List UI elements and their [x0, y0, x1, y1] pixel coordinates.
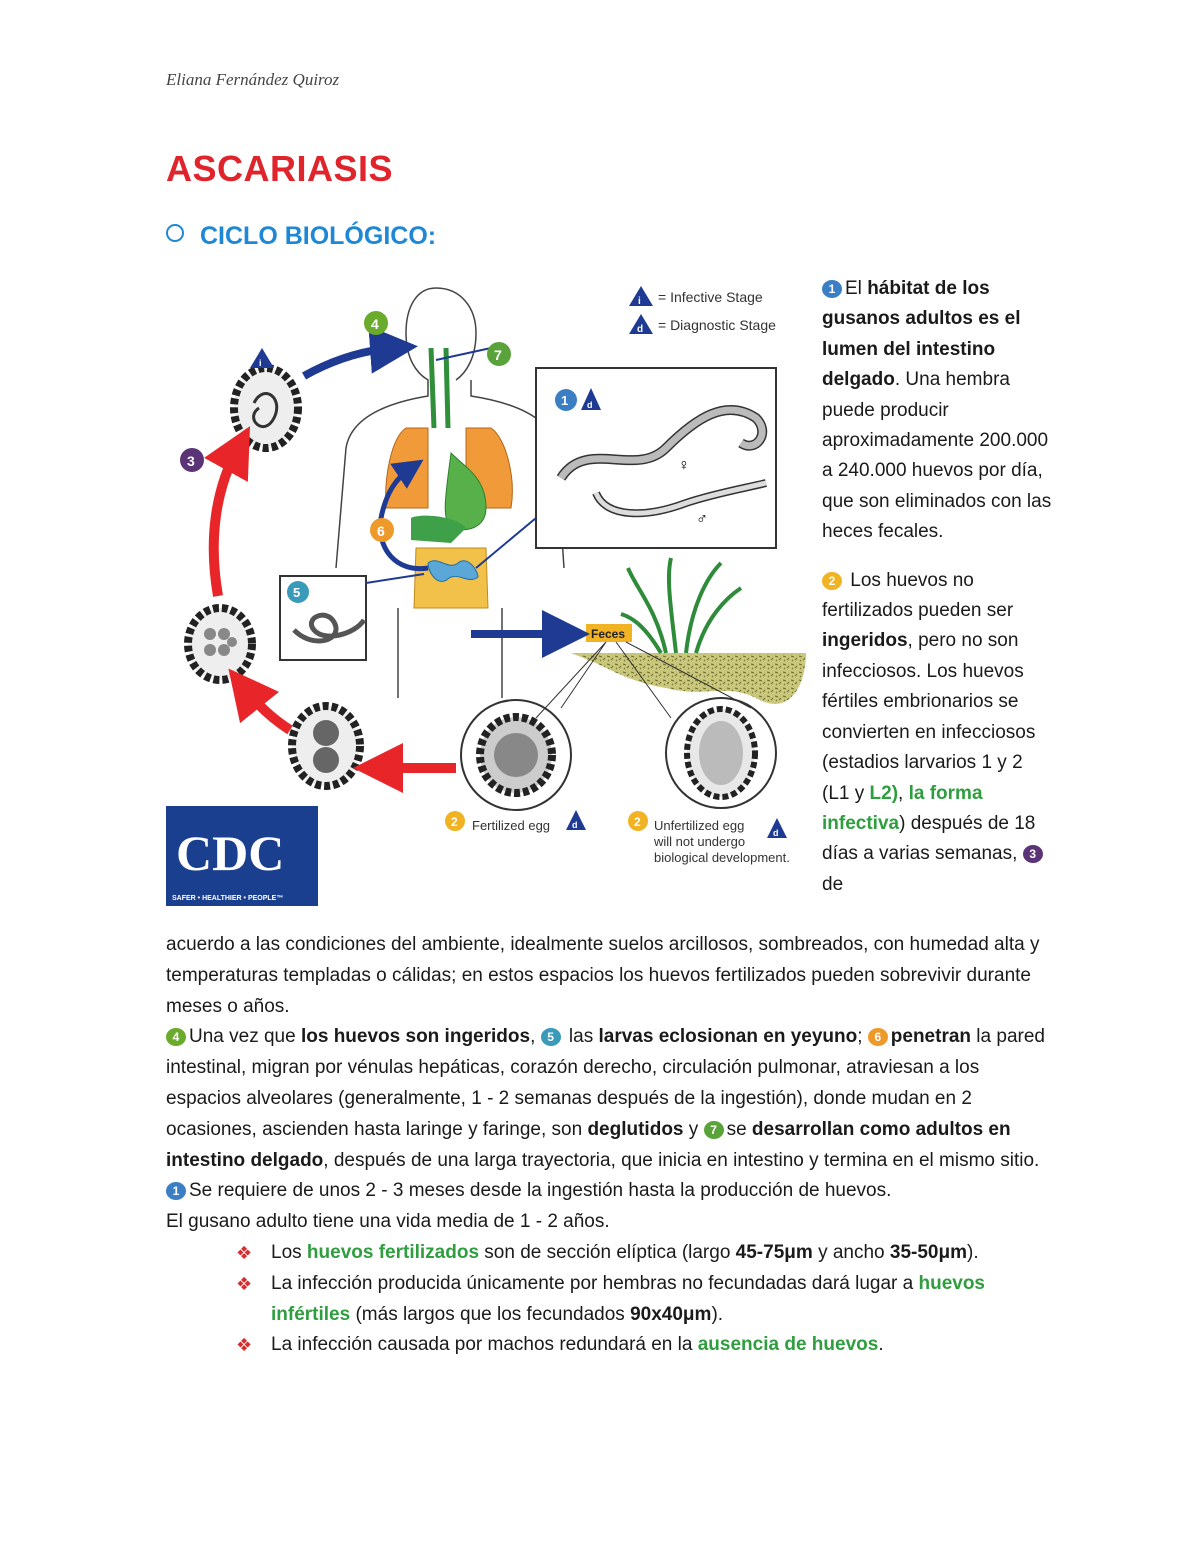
svg-text:d: d: [572, 820, 578, 830]
legend-i-letter: i: [638, 296, 641, 307]
side-paragraph-2: 2 Los huevos no fertilizados pueden ser …: [822, 566, 1052, 900]
svg-text:4: 4: [371, 316, 379, 332]
step-7-icon: 7: [703, 1120, 724, 1139]
diagnostic-triangle-icon: [629, 314, 653, 334]
infective-triangle-icon: [629, 286, 653, 306]
step-2-icon: 2: [822, 571, 842, 590]
svg-text:6: 6: [377, 523, 385, 539]
list-item: ❖La infección producida únicamente por h…: [236, 1269, 1046, 1331]
step-3-icon: 3: [1022, 845, 1043, 864]
unfertilized-line1: Unfertilized egg: [654, 818, 744, 833]
stomach: [444, 451, 487, 531]
unfertilized-egg-zoom: [665, 697, 777, 809]
life-cycle-figure: i = Infective Stage d = Diagnostic Stage…: [166, 286, 806, 906]
header-author: Eliana Fernández Quiroz: [166, 70, 340, 89]
human-body-outline: [335, 287, 565, 698]
larva: [292, 612, 367, 644]
svg-text:CDC: CDC: [176, 825, 284, 881]
unfertilized-line2: will not undergo: [653, 834, 745, 849]
soil: [571, 653, 806, 704]
page-title: ASCARIASIS: [166, 148, 394, 189]
legend: i = Infective Stage d = Diagnostic Stage: [629, 286, 776, 335]
arrow-4: [302, 325, 418, 380]
fertilized-egg-label: Fertilized egg: [472, 818, 550, 833]
arrow-3: [204, 426, 251, 597]
body-paragraph-4: El gusano adulto tiene una vida media de…: [166, 1211, 610, 1233]
unfertilized-line3: biological development.: [654, 850, 790, 865]
svg-text:d: d: [773, 828, 779, 838]
svg-text:3: 3: [187, 453, 195, 469]
liver: [411, 515, 466, 543]
step-5-icon: 5: [540, 1028, 561, 1047]
embryo-egg-multi: [184, 604, 256, 684]
svg-text:i: i: [259, 358, 262, 368]
svg-text:d: d: [587, 400, 593, 410]
body-paragraph-1: acuerdo a las condiciones del ambiente, …: [166, 934, 1040, 1017]
infective-egg: [230, 364, 302, 452]
list-item: ❖La infección causada por machos redunda…: [236, 1330, 1046, 1361]
bullet-list: ❖Los huevos fertilizados son de sección …: [166, 1238, 1046, 1361]
svg-text:1: 1: [561, 393, 568, 408]
svg-text:7: 7: [494, 347, 502, 363]
diamond-bullet-icon: ❖: [236, 1335, 253, 1356]
embryo-egg-two-cell: [288, 702, 364, 790]
legend-d-letter: d: [637, 324, 643, 335]
body-text: acuerdo a las condiciones del ambiente, …: [166, 930, 1046, 1361]
diamond-bullet-icon: ❖: [236, 1273, 253, 1294]
grass: [620, 557, 743, 655]
trachea: [428, 347, 451, 429]
legend-diagnostic: = Diagnostic Stage: [658, 317, 776, 333]
step-1-icon: 1: [166, 1182, 186, 1201]
fertilized-egg-zoom: [460, 699, 572, 811]
arrow-2: [228, 668, 293, 735]
cdc-logo: CDC SAFER • HEALTHIER • PEOPLE™: [166, 806, 318, 906]
step-6-icon: 6: [867, 1028, 888, 1047]
svg-text:SAFER • HEALTHIER • PEOPLE™: SAFER • HEALTHIER • PEOPLE™: [172, 895, 283, 902]
svg-text:5: 5: [293, 585, 300, 600]
circle-bullet-icon: [166, 224, 184, 242]
step-4-icon: 4: [166, 1028, 186, 1047]
small-intestine: [427, 560, 479, 582]
step-1-icon: 1: [822, 280, 842, 298]
step-badges: 4 7 3 6 5 1 d i 2 2 d d: [180, 311, 787, 838]
feces-label: Feces: [591, 627, 625, 641]
section-heading-text: CICLO BIOLÓGICO:: [200, 222, 437, 250]
list-item: ❖Los huevos fertilizados son de sección …: [236, 1238, 1046, 1269]
svg-text:2: 2: [451, 815, 458, 829]
svg-text:2: 2: [634, 815, 641, 829]
female-symbol: ♀: [678, 457, 690, 474]
section-heading: CICLO BIOLÓGICO:: [166, 222, 436, 251]
diamond-bullet-icon: ❖: [236, 1242, 253, 1263]
feces-label-box: [586, 624, 632, 642]
legend-infective: = Infective Stage: [658, 289, 763, 305]
male-symbol: ♂: [696, 511, 708, 528]
